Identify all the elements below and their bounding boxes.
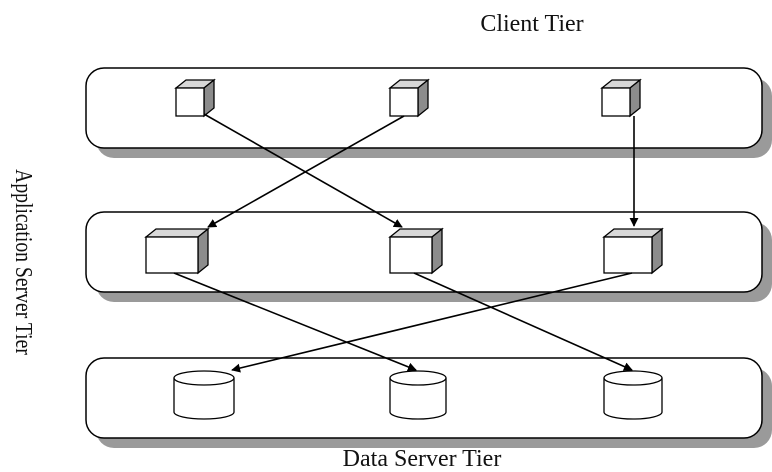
connection-app1-to-data2 <box>173 272 417 372</box>
connection-client2-to-app1 <box>207 115 405 228</box>
app-node-3 <box>602 227 664 275</box>
client-tier-title: Client Tier <box>480 11 583 37</box>
data-server-tier-title: Data Server Tier <box>343 446 502 472</box>
app-node-2 <box>388 227 444 275</box>
application-server-tier-title: Application Server Tier <box>11 169 38 355</box>
client-node-3 <box>600 78 642 118</box>
connection-app3-to-data1 <box>231 272 633 373</box>
connection-app2-to-data3 <box>413 272 633 371</box>
connection-client1-to-app2 <box>203 113 403 228</box>
client-node-1 <box>174 78 216 118</box>
database-node-1 <box>173 370 235 420</box>
client-node-2 <box>388 78 430 118</box>
database-node-3 <box>603 370 663 420</box>
app-node-1 <box>144 227 210 275</box>
database-node-2 <box>389 370 447 420</box>
